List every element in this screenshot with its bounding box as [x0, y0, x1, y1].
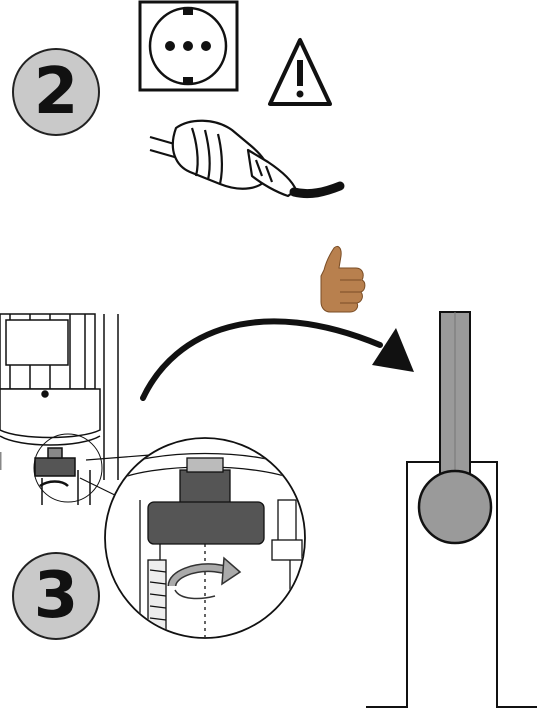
plug-icon [150, 121, 340, 196]
step-badge-3: 3 [12, 552, 100, 640]
step-badge-2: 2 [12, 48, 100, 136]
warning-icon [270, 40, 330, 104]
step-number: 3 [34, 564, 79, 628]
socket-icon [140, 2, 237, 90]
curved-arrow-icon [143, 321, 414, 398]
tool-holder [366, 312, 537, 707]
thumbs-up-icon [321, 246, 365, 312]
zoom-detail [105, 438, 305, 640]
step-number: 2 [34, 60, 79, 124]
machine-body [0, 314, 118, 505]
